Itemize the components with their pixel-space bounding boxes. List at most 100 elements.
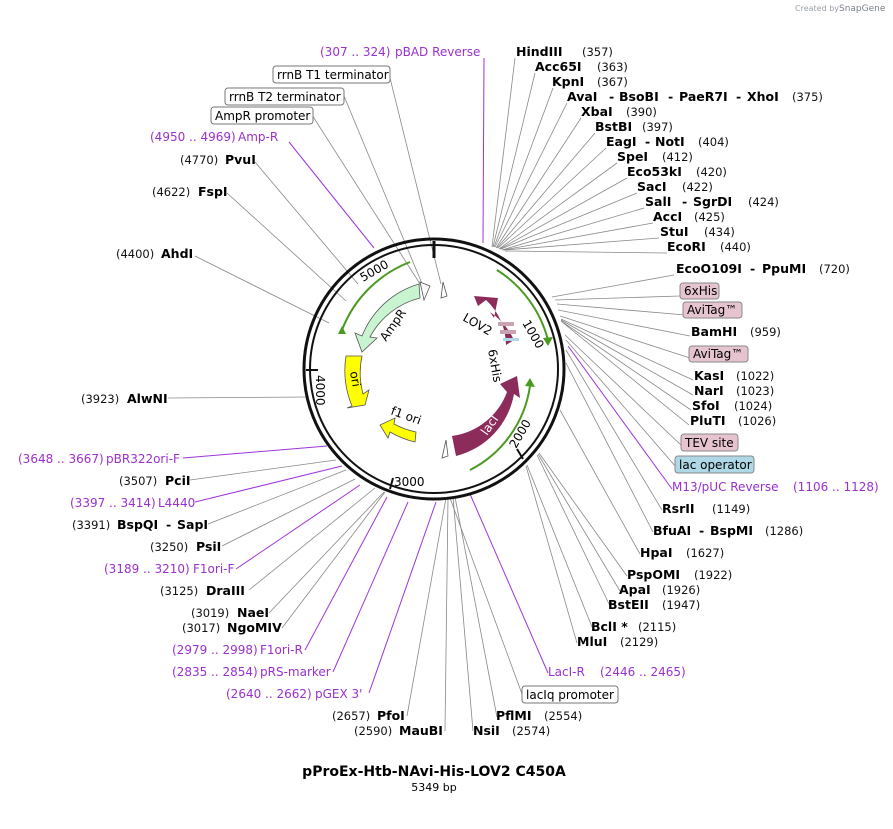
site-eagi: EagI <box>606 134 637 149</box>
primer-l4440-range: (3397 .. 3414) <box>70 496 156 510</box>
site-bsobi: BsoBI <box>619 89 659 104</box>
site-pcii: PciI <box>165 473 191 488</box>
site-bfuai-pos: (1286) <box>765 524 803 538</box>
site-psii-pos: (3250) <box>150 540 188 554</box>
site-ahdi: AhdI <box>161 246 193 261</box>
site-acci-pos: (425) <box>694 210 725 224</box>
green-arc-2 <box>469 385 531 471</box>
snapgene-logo: SnapGene <box>839 4 886 14</box>
site-hpai-pos: (1627) <box>686 546 724 560</box>
site-eco53ki-pos: (420) <box>696 165 727 179</box>
site-xhoi: XhoI <box>747 89 779 104</box>
map-title: pProEx-Htb-NAvi-His-LOV2 C450A <box>302 764 566 780</box>
site-sapi: SapI <box>177 517 208 532</box>
site-psii: PsiI <box>196 539 221 554</box>
site-pfoi-pos: (2657) <box>332 709 370 723</box>
site-alwni-pos: (3923) <box>81 392 119 406</box>
site-sfoi-pos: (1024) <box>734 399 772 413</box>
tag-tev-site: TEV site <box>684 436 734 450</box>
site-pflmi-pos: (2554) <box>544 709 582 723</box>
site-kpni-pos: (367) <box>597 75 628 89</box>
tag-6xhis-box <box>679 282 720 300</box>
site-eco53ki: Eco53kI <box>627 164 682 179</box>
site-nsii: NsiI <box>473 723 500 738</box>
site-pspomi-pos: (1922) <box>694 568 732 582</box>
primer-pgex3: pGEX 3' <box>315 687 362 701</box>
site-xbai-pos: (390) <box>626 105 657 119</box>
primer-pbr322ori-f-range: (3648 .. 3667) <box>18 452 104 466</box>
site-bsteii: BstEII <box>608 597 649 612</box>
site-stui: StuI <box>660 224 689 239</box>
site-pflmi: PflMI <box>496 708 532 723</box>
site-apai: ApaI <box>619 582 651 597</box>
ori-arrow <box>344 355 370 409</box>
tag-6xhis: 6xHis <box>684 284 717 298</box>
site-acc65i: Acc65I <box>535 59 582 74</box>
site-mlui-pos: (2129) <box>620 635 658 649</box>
tick-mark-2000 <box>516 448 524 460</box>
tick-3000: 3000 <box>394 475 425 489</box>
dash-5: - <box>682 194 687 209</box>
site-spei-pos: (412) <box>662 150 693 164</box>
tag-avitag2-box <box>688 345 749 363</box>
site-acc65i-pos: (363) <box>597 60 628 74</box>
site-saci: SacI <box>637 179 667 194</box>
site-kpni: KpnI <box>552 74 584 89</box>
site-xbai: XbaI <box>581 104 613 119</box>
feature-rrnb-t2: rrnB T2 terminator <box>229 90 341 104</box>
site-avai-pos: (375) <box>792 90 823 104</box>
site-naei-pos: (3019) <box>191 606 229 620</box>
site-mlui: MluI <box>577 634 607 649</box>
tag-avitag2: AviTag™ <box>693 347 743 361</box>
green-arc-1 <box>496 269 549 341</box>
feature-label-6xhis: 6xHis <box>485 348 505 383</box>
site-pspomi: PspOMI <box>627 567 680 582</box>
site-pfoi: PfoI <box>377 708 405 723</box>
feature-label-lov2: LOV2 <box>461 310 495 338</box>
site-ahdi-pos: (4400) <box>116 247 154 261</box>
feature-laciq-promoter-box <box>521 685 619 704</box>
site-draiii-pos: (3125) <box>160 584 198 598</box>
site-paer7i: PaeR7I <box>679 89 728 104</box>
right-labels: (307 .. 324) pBAD Reverse HindIII (357) … <box>320 44 879 738</box>
site-hindiii-pos: (357) <box>582 45 613 59</box>
site-bspmi: BspMI <box>710 523 753 538</box>
primer-m13: M13/pUC Reverse <box>672 480 779 494</box>
tag-lac-operator: lac operator <box>679 458 752 472</box>
green-arrowhead-2 <box>525 378 535 387</box>
primer-f1ori-r-range: (2979 .. 2998) <box>172 643 258 657</box>
leader-lines <box>167 57 694 732</box>
small-features <box>419 281 519 459</box>
site-bstbi-pos: (397) <box>642 120 673 134</box>
dash-3: - <box>736 89 741 104</box>
site-spei: SpeI <box>617 149 648 164</box>
primer-pbad-reverse-range: (307 .. 324) <box>320 45 390 59</box>
tag-avitag1-box <box>682 301 743 319</box>
site-rsrii-pos: (1149) <box>712 502 750 516</box>
site-naei: NaeI <box>237 605 269 620</box>
site-kasi: KasI <box>694 368 724 383</box>
feature-ampr-promoter-box <box>210 106 314 125</box>
site-ecori-pos: (440) <box>720 240 751 254</box>
site-bcli: BclI * <box>591 619 628 634</box>
site-pluti: PluTI <box>690 413 726 428</box>
site-bspqi: BspQI <box>117 517 158 532</box>
site-apai-pos: (1926) <box>662 583 700 597</box>
left-labels: rrnB T1 terminator rrnB T2 terminator Am… <box>18 65 443 738</box>
site-avai: AvaI <box>567 89 597 104</box>
site-pvui: PvuI <box>225 152 256 167</box>
site-bspqi-pos: (3391) <box>72 518 110 532</box>
site-saci-pos: (422) <box>682 180 713 194</box>
site-eco0109i: EcoO109I <box>676 261 742 276</box>
primer-laci-r-range: (2446 .. 2465) <box>600 665 686 679</box>
site-ppumi: PpuMI <box>762 261 806 276</box>
f1-ori-arrow <box>379 417 417 443</box>
primer-pbad-reverse: pBAD Reverse <box>395 45 480 59</box>
site-ngomiv: NgoMIV <box>227 620 282 635</box>
site-noti: NotI <box>655 134 685 149</box>
feature-laciq-promoter: lacIq promoter <box>526 688 614 702</box>
feature-label-ori: ori <box>347 370 363 388</box>
site-sali-pos: (424) <box>748 195 779 209</box>
primer-laci-r: LacI-R <box>548 665 585 679</box>
site-pluti-pos: (1026) <box>738 414 776 428</box>
